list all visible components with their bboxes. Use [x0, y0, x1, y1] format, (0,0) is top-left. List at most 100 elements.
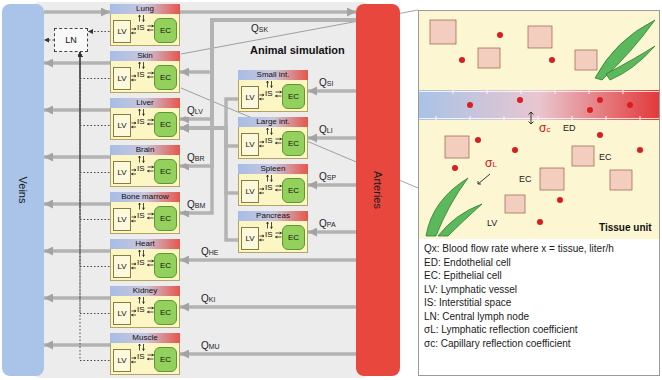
- box-label: EC: [288, 92, 299, 101]
- exchange-arrows: [132, 109, 154, 128]
- lymph-flow: [80, 52, 113, 267]
- tissue-compartment: SpleenISLVEC: [238, 164, 308, 206]
- box-label: LV: [117, 74, 126, 83]
- definition-line: LN: Central lymph node: [424, 310, 656, 324]
- coefficient-label: σc: [538, 122, 551, 136]
- lymph-vessel-box: LV: [113, 114, 131, 137]
- box-label: EC: [288, 139, 299, 148]
- tissue-ground: [419, 11, 659, 239]
- epithelial-cell: [430, 20, 456, 44]
- tissue-compartment: SkinISLVEC: [110, 51, 180, 93]
- blood-flow: [44, 10, 110, 14]
- box-label: EC: [160, 73, 171, 82]
- compartment-label: IS: [265, 230, 273, 239]
- blood-flow: [44, 61, 110, 65]
- flow-rate-label: QLV: [186, 105, 204, 117]
- lymph-vessel-box: LV: [113, 255, 131, 278]
- lymph-flow: [44, 40, 54, 41]
- interstitial-space: [111, 146, 180, 187]
- flow-rate-label: QLI: [318, 124, 334, 136]
- particle: [537, 219, 543, 225]
- blood-flow: [308, 230, 356, 234]
- exchange-arrows: [132, 250, 154, 269]
- particle: [597, 132, 603, 138]
- interstitial-space: [239, 212, 308, 253]
- epithelial-cell-box: EC: [282, 178, 305, 203]
- particle: [597, 97, 603, 103]
- interstitial-space: [111, 5, 180, 46]
- definition-list: Qx: Blood flow rate where x = tissue, li…: [424, 242, 656, 350]
- epithelial-cell-box: EC: [282, 225, 305, 250]
- epithelial-cell: [478, 48, 500, 68]
- flow-rate-label: QBM: [186, 199, 206, 211]
- box-label: LV: [117, 168, 126, 177]
- epithelial-cell-box: EC: [154, 347, 177, 372]
- interstitial-space: [111, 240, 180, 281]
- definition-line: σL: Lymphatic reflection coefficient: [424, 323, 656, 337]
- epithelial-cell: [610, 170, 632, 190]
- epithelial-cell: [505, 195, 525, 213]
- exchange-arrows: [260, 81, 282, 100]
- definition-line: LV: Lymphatic vessel: [424, 283, 656, 297]
- epithelial-cell-box: EC: [282, 84, 305, 109]
- lymph-vessel-box: LV: [113, 161, 131, 184]
- flow-rate-label: QSI: [318, 77, 334, 89]
- epithelial-cell-box: EC: [154, 253, 177, 278]
- simulation-panel-ground: [30, 2, 372, 378]
- blood-flow: [180, 99, 238, 128]
- lymph-vessel-box: LV: [113, 20, 131, 43]
- epithelial-cell-box: EC: [154, 112, 177, 137]
- tissue-compartment: Large int.ISLVEC: [238, 117, 308, 159]
- definition-line: Qx: Blood flow rate where x = tissue, li…: [424, 242, 656, 256]
- particle: [637, 147, 643, 153]
- exchange-arrows: [260, 128, 282, 147]
- organ-name: Skin: [110, 51, 180, 61]
- flow-rate-label: QMU: [200, 340, 221, 352]
- organ-name: Bone marrow: [110, 192, 180, 202]
- part-label: ED: [562, 123, 577, 134]
- tissue-compartment: HeartISLVEC: [110, 239, 180, 281]
- box-label: LV: [245, 93, 254, 102]
- box-label: EC: [160, 355, 171, 364]
- blood-flow: [180, 20, 356, 119]
- box-label: EC: [160, 167, 171, 176]
- flow-rate-label: QSP: [318, 171, 337, 183]
- compartment-label: IS: [137, 23, 145, 32]
- exchange-arrows: [132, 62, 154, 81]
- blood-flow: [180, 20, 356, 166]
- box-label: LV: [117, 215, 126, 224]
- tissue-compartment: LungISLVEC: [110, 4, 180, 46]
- organ-name: Kidney: [110, 286, 180, 296]
- blood-flow: [180, 10, 356, 14]
- box-label: LV: [117, 356, 126, 365]
- reflection-arrows: [478, 112, 534, 184]
- band-label: Veins: [17, 177, 29, 204]
- particle: [627, 102, 633, 108]
- epithelial-cell: [445, 136, 469, 158]
- exchange-arrows: [132, 297, 154, 316]
- callout-title: Tissue unit: [599, 222, 652, 233]
- epithelial-cell: [528, 26, 552, 48]
- interstitial-space: [239, 71, 308, 112]
- box-label: LV: [245, 187, 254, 196]
- compartment-label: IS: [265, 183, 273, 192]
- tissue-compartment: MuscleISLVEC: [110, 333, 180, 375]
- blood-vessel: [419, 90, 659, 120]
- particle: [467, 102, 473, 108]
- tissue-compartment: Bone marrowISLVEC: [110, 192, 180, 234]
- organ-name: Heart: [110, 239, 180, 249]
- particle: [459, 57, 465, 63]
- compartment-label: IS: [265, 89, 273, 98]
- box-label: EC: [160, 214, 171, 223]
- epithelial-cell: [540, 168, 564, 190]
- tissue-compartment: Small int.ISLVEC: [238, 70, 308, 112]
- part-label: EC: [598, 152, 613, 163]
- exchange-arrows: [132, 15, 154, 34]
- box-label: LV: [117, 121, 126, 130]
- epithelial-cell-box: EC: [154, 159, 177, 184]
- compartment-label: IS: [265, 136, 273, 145]
- blood-flow: [180, 128, 238, 240]
- flow-rate-label: QBR: [186, 152, 206, 164]
- blood-flow: [44, 108, 110, 112]
- particle: [549, 57, 555, 63]
